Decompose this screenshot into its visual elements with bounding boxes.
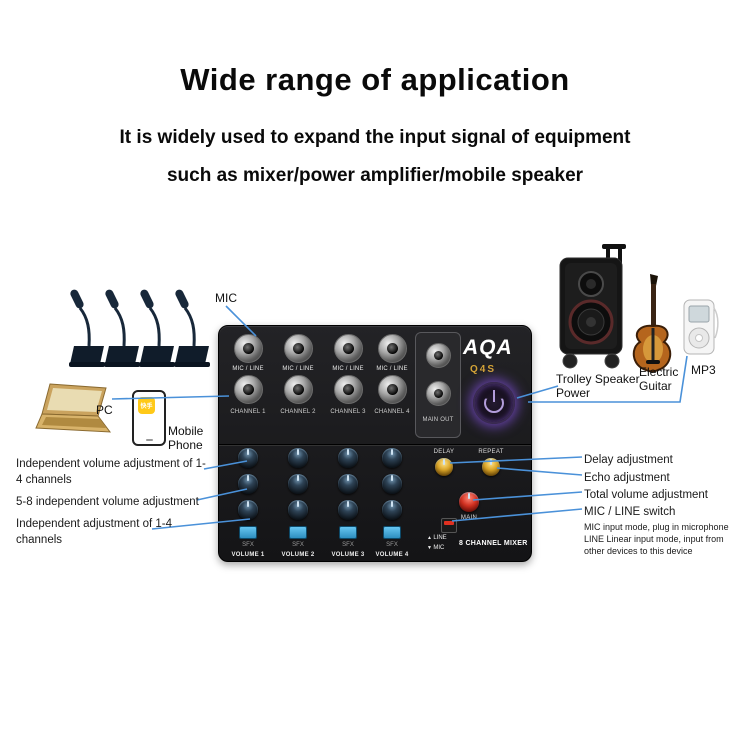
volume-knob (288, 474, 308, 494)
mp3-label: MP3 (691, 363, 716, 377)
speaker-illustration (556, 244, 632, 375)
volume-knob (338, 448, 358, 468)
kuaishou-app-label: 快手 (140, 404, 153, 410)
volume-knob (382, 500, 402, 520)
annotation-right-2: Echo adjustment (584, 472, 670, 484)
guitar-label: Electric Guitar (639, 365, 679, 394)
annotation-left-2: 5-8 independent volume adjustment (16, 496, 199, 508)
sfx-switch (339, 526, 357, 539)
pc-label: PC (96, 403, 113, 417)
volume-knob (338, 474, 358, 494)
speaker-label: Trolley Speaker Power (556, 372, 640, 401)
main-out-jack (425, 381, 451, 406)
volume-label: VOLUME 1 (231, 552, 265, 558)
volume-knob (382, 448, 402, 468)
volume-knob (288, 448, 308, 468)
phone-home-bar (146, 439, 153, 441)
phone-illustration: 快手 (132, 390, 166, 446)
repeat-knob (482, 458, 500, 476)
mixer-brand: AQA (463, 336, 513, 359)
input-jack (233, 334, 263, 363)
phone-label: Mobile Phone (168, 424, 204, 453)
laptop-illustration (34, 382, 120, 451)
sfx-switch (383, 526, 401, 539)
mixer-knob-column-1: SFX VOLUME 1 (226, 448, 270, 558)
arrow-up-icon (427, 535, 433, 541)
mixer-channel-4: MIC / LINE CHANNEL 4 (370, 334, 414, 415)
channel-label: CHANNEL 3 (330, 409, 366, 415)
mp3-illustration (680, 298, 720, 365)
annotation-left-1: Independent volume adjustment of 1-4 cha… (16, 458, 206, 487)
volume-label: VOLUME 3 (331, 552, 365, 558)
volume-knob (238, 500, 258, 520)
input-jack (377, 334, 407, 363)
delay-label: DELAY (433, 449, 455, 455)
sfx-switch (289, 526, 307, 539)
channel-label: CHANNEL 1 (230, 409, 266, 415)
line-label: LINE (433, 535, 447, 541)
sfx-label: SFX (386, 542, 398, 548)
channel-label: CHANNEL 4 (374, 409, 410, 415)
mixer-knob-column-2: SFX VOLUME 2 (276, 448, 320, 558)
annotation-note: MIC input mode, plug in microphone LINE … (584, 522, 729, 557)
input-jack (333, 334, 363, 363)
input-jack (377, 375, 407, 404)
volume-label: VOLUME 2 (281, 552, 315, 558)
annotation-right-3: Total volume adjustment (584, 489, 709, 501)
page-title: Wide range of application (180, 62, 570, 97)
mixer-channel-1: MIC / LINE CHANNEL 1 (226, 334, 270, 415)
delay-knob (435, 458, 453, 476)
mic-line-switch (441, 518, 457, 533)
mic-line-label: MIC / LINE (232, 366, 264, 372)
mixer-channel-3: MIC / LINE CHANNEL 3 (326, 334, 370, 415)
power-button (473, 382, 515, 424)
subtitle-line1: It is widely used to expand the input si… (119, 127, 631, 148)
arrow-down-icon (427, 545, 433, 551)
mic-label: MIC (215, 291, 237, 305)
main-label: MAIN (460, 515, 478, 521)
volume-knob (238, 474, 258, 494)
subtitle-line2: such as mixer/power amplifier/mobile spe… (166, 165, 584, 186)
input-jack (333, 375, 363, 404)
volume-knob (288, 500, 308, 520)
mic-line-label: MIC / LINE (332, 366, 364, 372)
switch-legend: LINE MIC (427, 534, 447, 553)
repeat-label: REPEAT (478, 449, 504, 455)
sfx-label: SFX (342, 542, 354, 548)
annotation-right-4: MIC / LINE switch (584, 506, 676, 518)
main-out-section: MAIN OUT (415, 332, 461, 438)
sfx-switch (239, 526, 257, 539)
channel-label: CHANNEL 2 (280, 409, 316, 415)
volume-knob (338, 500, 358, 520)
annotation-left-3: Independent adjustment of 1-4 channels (16, 518, 173, 547)
mixer-panel-seam (219, 444, 531, 445)
mixer-knob-column-4: SFX VOLUME 4 (370, 448, 414, 558)
volume-knob (238, 448, 258, 468)
main-volume-knob (459, 492, 479, 512)
sfx-label: SFX (242, 542, 254, 548)
microphone-illustration (136, 284, 182, 381)
mixer-knob-column-3: SFX VOLUME 3 (326, 448, 370, 558)
sfx-label: SFX (292, 542, 304, 548)
volume-label: VOLUME 4 (375, 552, 409, 558)
main-out-label: MAIN OUT (422, 417, 454, 423)
volume-knob (382, 474, 402, 494)
microphone-illustration (101, 284, 147, 381)
mic-line-label: MIC / LINE (282, 366, 314, 372)
mic-line-label: MIC / LINE (376, 366, 408, 372)
input-jack (233, 375, 263, 404)
mixer-illustration: MIC / LINE CHANNEL 1 MIC / LINE CHANNEL … (218, 325, 532, 562)
input-jack (283, 334, 313, 363)
annotation-right-1: Delay adjustment (584, 454, 673, 466)
mixer-type-label: 8 CHANNEL MIXER (459, 540, 528, 547)
mixer-channel-2: MIC / LINE CHANNEL 2 (276, 334, 320, 415)
input-jack (283, 375, 313, 404)
kuaishou-app-icon: 快手 (138, 397, 155, 414)
microphone-illustration (66, 284, 112, 381)
microphone-illustration (171, 284, 217, 381)
mixer-model: Q4S (470, 364, 497, 375)
main-out-jack (425, 343, 451, 368)
mic-mode-label: MIC (433, 544, 445, 551)
